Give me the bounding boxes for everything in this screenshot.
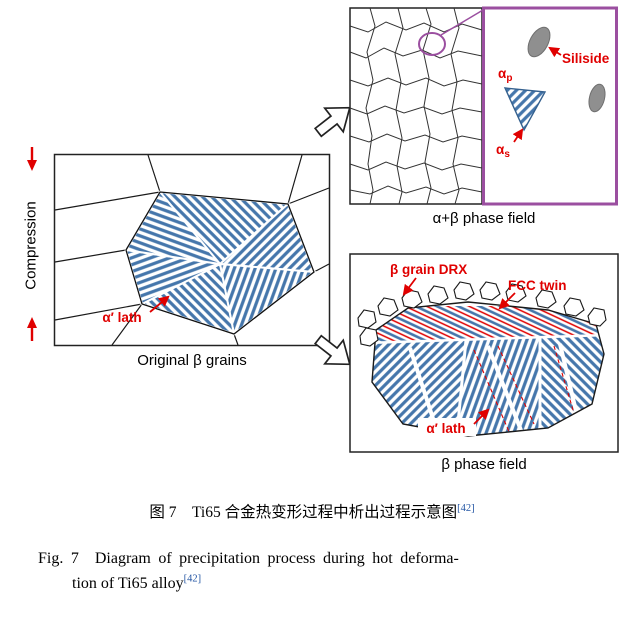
fcc-twin-arrow xyxy=(498,292,516,310)
white-lath-bands xyxy=(372,333,604,436)
alpha-s-label: αs xyxy=(496,142,510,160)
alpha-p-label: αp xyxy=(498,66,512,84)
beta-alpha-lath-label: α′ lath xyxy=(426,421,465,436)
deformed-grain-outline xyxy=(371,301,605,437)
compression-axis-label: Compression xyxy=(22,201,40,290)
alpha-beta-phase-panel: Siliside αp αs xyxy=(349,6,618,206)
zh-caption-text: 图 7 Ti65 合金热变形过程中析出过程示意图 xyxy=(149,504,458,521)
beta-phase-panel: β grain DRX FCC twin α′ lath xyxy=(349,253,619,453)
equiaxed-grains-box xyxy=(349,7,483,205)
alpha-lath-arrow xyxy=(149,295,170,313)
silicide-particle-1 xyxy=(527,26,551,58)
alpha-lath-grain xyxy=(124,190,317,336)
alpha-s-colony-triangle xyxy=(503,87,547,132)
hollow-arrow-up-right-icon xyxy=(313,106,351,138)
original-grains-caption: Original β grains xyxy=(137,352,247,369)
beta-alpha-lath-arrow xyxy=(473,408,490,425)
arrow-to-beta-field xyxy=(313,334,351,366)
en-caption-line2: tion of Ti65 alloy[42] xyxy=(72,571,590,596)
drx-grains xyxy=(357,281,607,347)
arrow-to-alpha-beta-field xyxy=(313,106,351,138)
en-caption-line2-text: tion of Ti65 alloy xyxy=(72,575,184,592)
beta-grain-drx-label: β grain DRX xyxy=(390,262,467,277)
siliside-label: Siliside xyxy=(562,51,610,66)
equiaxed-grain-mesh xyxy=(349,7,483,205)
silicide-particle-2 xyxy=(588,83,606,113)
alpha-lath-label: α′ lath xyxy=(102,310,141,325)
en-caption-line1: Fig. 7 Diagram of precipitation process … xyxy=(38,550,459,567)
alpha-s-arrow xyxy=(512,128,524,143)
hollow-arrow-down-right-icon xyxy=(313,334,351,366)
compression-arrow-up-icon xyxy=(27,317,37,341)
alpha-lath-label-bg xyxy=(418,418,476,436)
fcc-twin-lines xyxy=(473,345,577,435)
zh-citation-ref: [42] xyxy=(457,502,475,514)
figure-caption-zh: 图 7 Ti65 合金热变形过程中析出过程示意图[42] xyxy=(0,500,624,522)
magnify-link-line xyxy=(440,9,484,36)
figure-caption-en: Fig. 7 Diagram of precipitation process … xyxy=(38,546,590,596)
siliside-arrow xyxy=(548,46,562,58)
compression-arrow-down-icon xyxy=(27,147,37,171)
original-beta-grains-panel: α′ lath xyxy=(53,153,331,347)
magnified-grain-circle xyxy=(418,32,446,56)
drx-arrow xyxy=(402,277,417,296)
fcc-twin-label: FCC twin xyxy=(508,278,567,293)
en-citation-ref: [42] xyxy=(183,573,202,585)
alpha-beta-field-caption: α+β phase field xyxy=(432,210,536,227)
beta-field-caption: β phase field xyxy=(441,456,527,473)
